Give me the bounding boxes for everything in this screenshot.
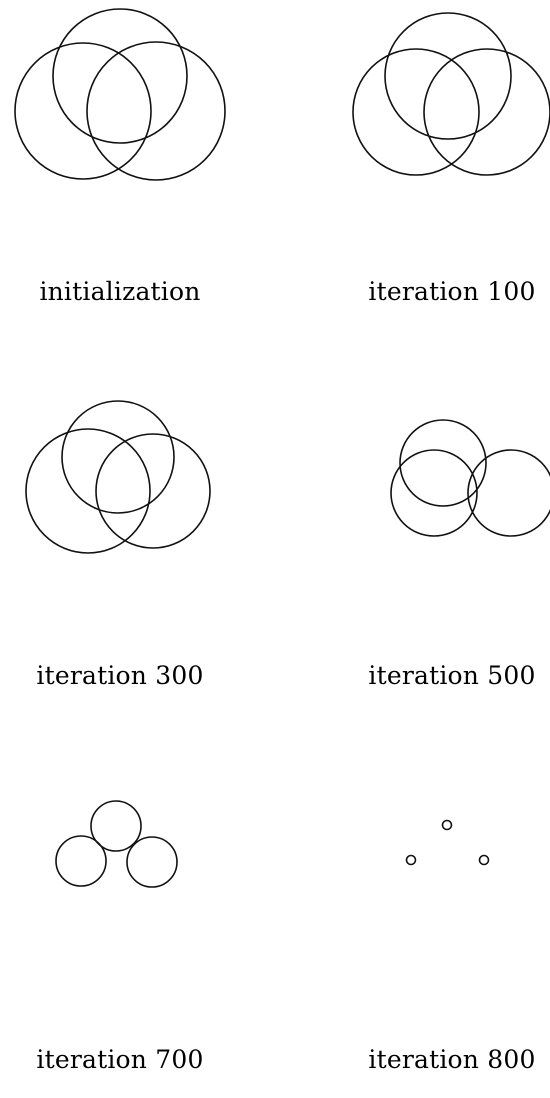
circle-left [25, 428, 151, 554]
circle-left [352, 48, 480, 176]
circle-top [90, 800, 142, 852]
circles-diagram [390, 419, 550, 537]
circle-top [399, 419, 487, 507]
circle-right [86, 41, 226, 181]
circle-right [95, 433, 211, 549]
circle-top [61, 400, 175, 514]
panel-iteration-300: iteration 300 [0, 384, 250, 714]
circle-top [52, 8, 188, 144]
panel-iteration-700: iteration 700 [0, 768, 250, 1098]
circles-diagram [55, 800, 178, 888]
circle-left [55, 835, 107, 887]
circle-left [390, 449, 478, 537]
circle-right [126, 836, 178, 888]
panel-caption: iteration 100 [368, 277, 536, 306]
circle-right [423, 48, 550, 176]
panel-caption: iteration 700 [36, 1045, 204, 1074]
circle-right [467, 449, 550, 537]
circle-top [384, 12, 512, 140]
circles-diagram [25, 400, 211, 554]
circle-right [478, 854, 490, 866]
circles-diagram [14, 8, 226, 181]
panel-iteration-500: iteration 500 [330, 384, 550, 714]
panel-caption: initialization [39, 277, 201, 306]
circle-left [14, 42, 152, 180]
panel-caption: iteration 800 [368, 1045, 536, 1074]
circles-diagram [352, 12, 550, 176]
panel-initialization: initialization [0, 0, 250, 330]
panel-caption: iteration 500 [368, 661, 536, 690]
panel-caption: iteration 300 [36, 661, 204, 690]
panel-iteration-100: iteration 100 [330, 0, 550, 330]
circle-top [441, 819, 453, 831]
circle-left [405, 854, 417, 866]
circles-diagram [405, 819, 490, 866]
panel-iteration-800: iteration 800 [330, 768, 550, 1098]
